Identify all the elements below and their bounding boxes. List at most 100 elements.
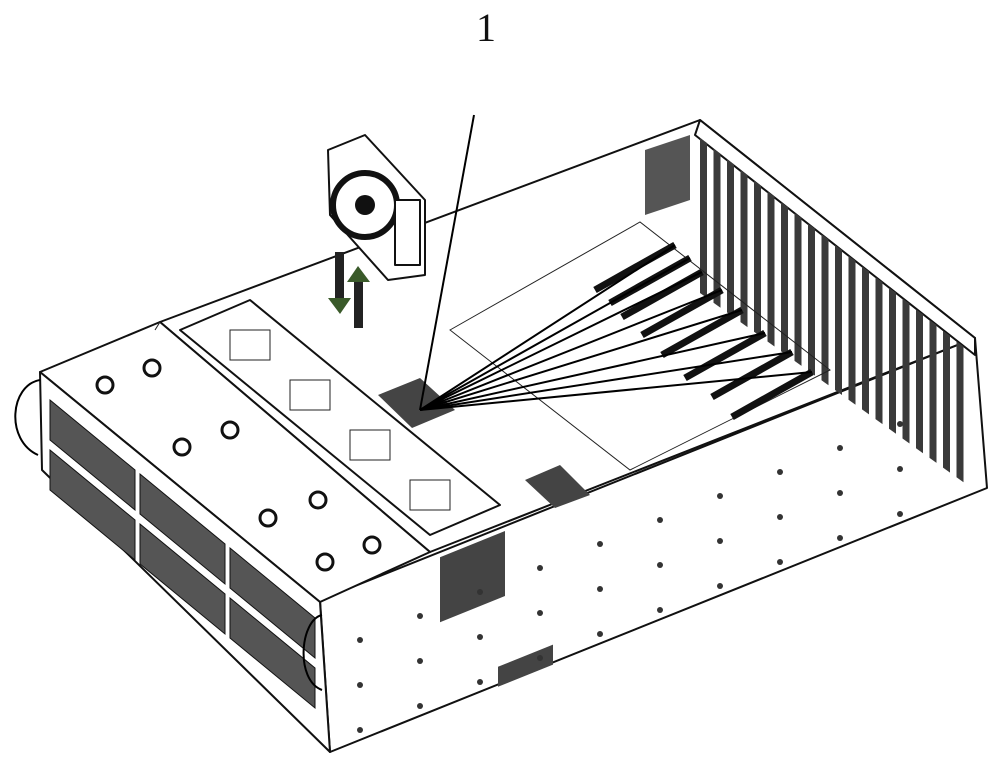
hole: [537, 610, 543, 616]
slot-cover: [902, 298, 910, 444]
leader-line: [419, 271, 703, 411]
drive-bay: [229, 546, 316, 660]
hole: [477, 634, 483, 640]
slot-cover: [848, 255, 856, 405]
drive-bay: [49, 398, 136, 512]
hole: [837, 490, 843, 496]
hole: [777, 559, 783, 565]
fan-module[interactable]: [327, 134, 426, 281]
side-vent-1: [440, 530, 505, 623]
pcie-slot: [660, 306, 744, 359]
hole: [417, 613, 423, 619]
hole: [357, 727, 363, 733]
slot-cover: [889, 287, 896, 434]
insert-arrow-down-icon: [328, 252, 351, 314]
drive-bays: [49, 398, 316, 710]
screw: [308, 490, 328, 510]
reference-numeral-1: 1: [476, 5, 496, 50]
hole: [897, 466, 903, 472]
right-handle: [302, 614, 323, 691]
slot-cover: [929, 319, 937, 463]
slot-cover: [943, 330, 950, 473]
hole: [597, 586, 603, 592]
slot-cover: [862, 266, 869, 415]
memory-mesh: [525, 465, 590, 508]
hole: [357, 637, 363, 643]
pcie-slot: [683, 329, 767, 382]
screw: [220, 420, 240, 440]
drive-bay: [139, 472, 226, 586]
slot-cover: [875, 277, 883, 425]
leader-line: [419, 244, 676, 411]
fan-slot: [289, 379, 331, 411]
screw: [142, 358, 162, 378]
fan-slot: [409, 479, 451, 511]
leader-line: [419, 289, 723, 411]
fan-bay: [179, 299, 501, 536]
slot-cover: [767, 191, 775, 347]
leader-lines: [419, 114, 813, 411]
cpu-heatsink: [378, 378, 455, 428]
hole: [537, 565, 543, 571]
hole: [837, 445, 843, 451]
slot-cover: [794, 212, 802, 366]
fan-slots: [229, 329, 451, 511]
screw: [172, 437, 192, 457]
drive-bay: [229, 596, 316, 710]
pcie-slot: [730, 368, 814, 421]
hole: [717, 493, 723, 499]
fan-slot: [349, 429, 391, 461]
hole: [417, 703, 423, 709]
hole: [777, 469, 783, 475]
slot-cover: [916, 309, 923, 454]
slot-cover: [821, 234, 829, 386]
left-handle: [14, 379, 41, 456]
motherboard-tray: [449, 221, 831, 471]
remove-arrow-up-icon: [347, 266, 370, 328]
expansion-slot-covers: [700, 138, 964, 483]
slot-cover: [740, 170, 748, 328]
drive-bay: [139, 522, 226, 636]
leader-line: [419, 309, 743, 411]
rear-vent-mesh: [645, 135, 690, 215]
fan-slot: [229, 329, 271, 361]
hole: [357, 682, 363, 688]
side-panel-holes: [357, 421, 903, 733]
hole: [717, 583, 723, 589]
pcie-slot: [710, 348, 794, 401]
hole: [477, 679, 483, 685]
hole: [597, 541, 603, 547]
slot-cover: [835, 245, 842, 395]
hole: [897, 421, 903, 427]
screw: [95, 375, 115, 395]
hole: [777, 514, 783, 520]
hole: [597, 631, 603, 637]
hole: [657, 607, 663, 613]
drive-bay: [49, 448, 136, 562]
screw: [315, 552, 335, 572]
slot-cover: [713, 148, 721, 308]
hole: [657, 562, 663, 568]
slot-cover: [956, 341, 964, 483]
slot-cover: [808, 223, 815, 376]
screw: [258, 508, 278, 528]
pcie-slot: [640, 286, 724, 339]
leader-line: [419, 332, 766, 411]
hole: [717, 538, 723, 544]
hole: [537, 655, 543, 661]
hole: [897, 511, 903, 517]
slot-cover: [781, 202, 788, 357]
rear-io-wall: [694, 119, 976, 356]
hole: [837, 535, 843, 541]
hole: [657, 517, 663, 523]
slot-cover: [700, 138, 707, 298]
leader-line: [419, 257, 691, 411]
hole: [477, 589, 483, 595]
leader-line: [419, 371, 813, 411]
cover-screws: [95, 358, 382, 572]
hole: [417, 658, 423, 664]
screw: [362, 535, 382, 555]
slot-cover: [754, 180, 761, 337]
leader-line: [419, 351, 793, 411]
